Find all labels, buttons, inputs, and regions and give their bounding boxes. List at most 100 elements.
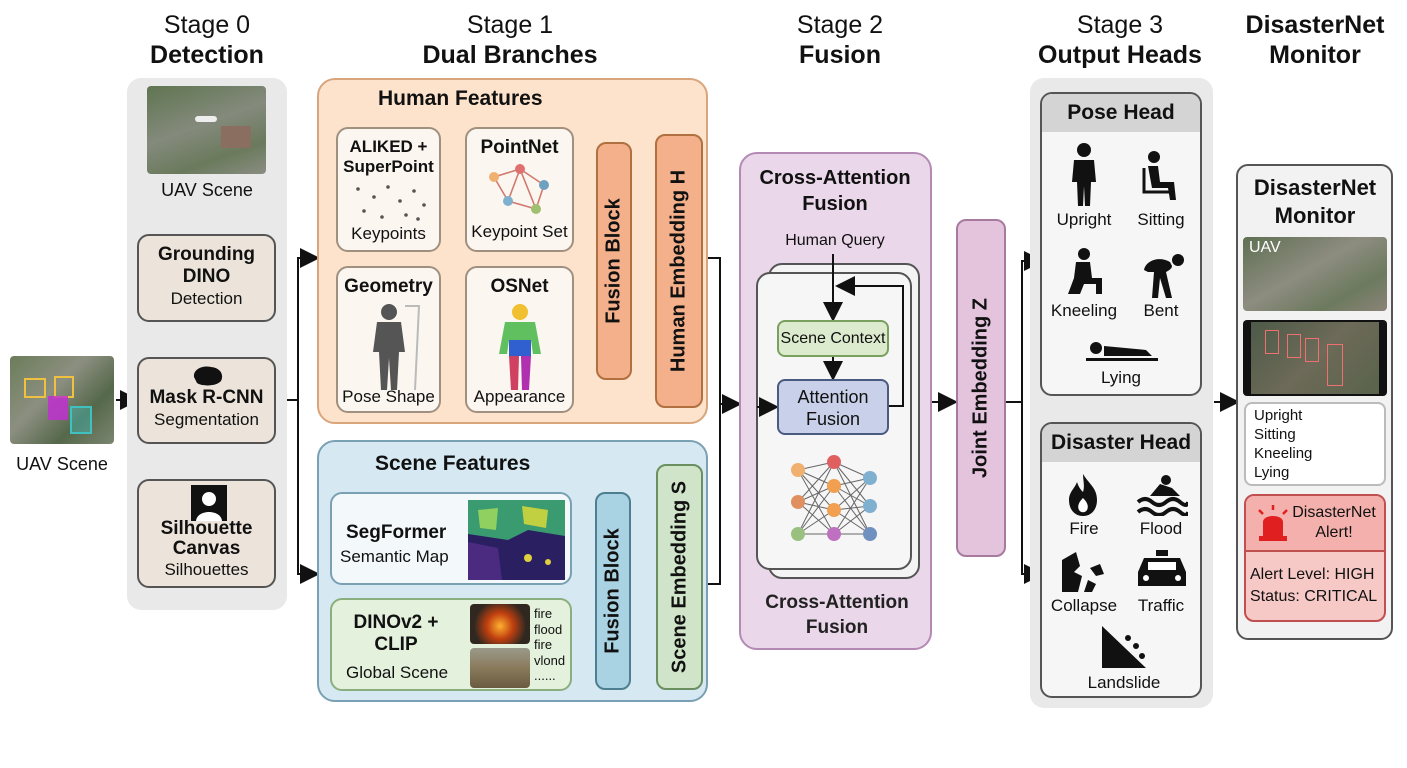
stage0-uav-image	[147, 86, 266, 174]
segformer-sub: Semantic Map	[340, 547, 449, 566]
silhouette-box: Silhouette Canvas Silhouettes	[137, 479, 276, 588]
silhouette-title: Silhouette Canvas	[160, 518, 253, 559]
stage-4-line1: DisasterNet	[1245, 11, 1385, 39]
pose-head-panel: Pose Head	[1040, 92, 1202, 396]
stage-4-header: DisasterNet Monitor	[1230, 10, 1400, 70]
human-fusion-block: Fusion Block	[596, 142, 632, 380]
pointnet-box: PointNet Keypoint Set	[465, 127, 574, 252]
osnet-box: OSNet Appearance	[465, 266, 574, 413]
semantic-map-icon	[468, 500, 565, 580]
stage0-uav-label: UAV Scene	[161, 180, 253, 200]
human-query-label: Human Query	[785, 232, 885, 249]
monitor-pose-list: Upright Sitting Kneeling Lying	[1244, 402, 1386, 486]
pointnet-title: PointNet	[480, 137, 559, 158]
stage-0-number: Stage 0	[163, 11, 251, 39]
joint-embedding-bar: Joint Embedding Z	[956, 219, 1006, 557]
monitor-detection-image	[1243, 320, 1387, 396]
aliked-title: ALIKED + SuperPoint	[343, 137, 434, 176]
grounding-dino-sub: Detection	[170, 289, 243, 308]
scene-tag: flood	[534, 621, 563, 637]
neural-network-icon	[791, 455, 877, 541]
monitor-uav-image: UAV	[1243, 237, 1387, 311]
cross-attention-title: Cross-Attention Fusion	[759, 167, 911, 215]
dino-clip-title: DINOv2 + CLIP	[353, 612, 439, 655]
monitor-uav-label: UAV	[1249, 239, 1281, 256]
scene-fusion-block: Fusion Block	[595, 492, 631, 690]
stage-1-title: Dual Branches	[422, 41, 598, 69]
input-uav-image	[10, 356, 114, 444]
upright-icon	[1072, 143, 1096, 206]
stage-0-title: Detection	[150, 41, 264, 69]
disaster-head-title: Disaster Head	[1042, 424, 1200, 462]
lying-icon	[1086, 342, 1158, 361]
appearance-icon	[498, 304, 541, 390]
joint-embedding-label: Joint Embedding Z	[969, 298, 992, 478]
keypoint-graph-icon	[488, 164, 549, 214]
aliked-sub: Keypoints	[351, 224, 426, 243]
monitor-pose-item: Kneeling	[1254, 445, 1313, 462]
sitting-label: Sitting	[1137, 210, 1185, 229]
landslide-label: Landslide	[1087, 673, 1161, 692]
scene-tag: ......	[534, 668, 556, 683]
sitting-icon	[1142, 151, 1176, 200]
stage-3-title: Output Heads	[1038, 41, 1202, 69]
monitor-pose-item: Sitting	[1254, 426, 1296, 443]
scene-tag: fire	[534, 637, 553, 652]
input-uav-label: UAV Scene	[16, 454, 108, 474]
fire-label: Fire	[1069, 519, 1099, 538]
traffic-label: Traffic	[1137, 596, 1185, 615]
flood-icon	[1136, 475, 1188, 516]
stage-4-line2: Monitor	[1269, 41, 1361, 69]
blob-icon	[193, 366, 223, 386]
grounding-dino-box: Grounding DINO Detection	[137, 234, 276, 322]
stage-1-number: Stage 1	[466, 11, 554, 39]
flood-label: Flood	[1139, 519, 1183, 538]
lying-label: Lying	[1100, 368, 1141, 387]
geometry-sub: Pose Shape	[342, 387, 435, 406]
attention-fusion-box: Attention Fusion	[777, 379, 889, 435]
keypoints-icon	[355, 185, 426, 221]
osnet-sub: Appearance	[473, 387, 566, 406]
silhouette-icon	[191, 485, 227, 521]
scene-tag: fire	[534, 606, 553, 621]
stage-2-number: Stage 2	[796, 11, 884, 39]
siren-icon	[1258, 505, 1288, 541]
monitor-pose-item: Upright	[1254, 407, 1303, 424]
pose-head-title: Pose Head	[1042, 94, 1200, 132]
stage-2-title: Fusion	[799, 41, 881, 69]
flood-image	[470, 648, 530, 688]
scene-context-box: Scene Context	[777, 320, 889, 357]
fire-image	[470, 604, 530, 644]
mask-rcnn-title: Mask R-CNN	[149, 387, 264, 408]
stage-1-header: Stage 1 Dual Branches	[370, 10, 650, 70]
geometry-box: Geometry Pose Shape	[336, 266, 441, 413]
segformer-title: SegFormer	[346, 522, 447, 543]
monitor-pose-item: Lying	[1254, 464, 1290, 481]
geometry-title: Geometry	[344, 276, 433, 297]
dino-clip-sub: Global Scene	[346, 663, 449, 682]
human-embedding-bar: Human Embedding H	[655, 134, 703, 408]
segformer-box: SegFormer Semantic Map	[330, 492, 572, 585]
stage-3-header: Stage 3 Output Heads	[1030, 10, 1210, 70]
grounding-dino-title: Grounding DINO	[157, 244, 256, 287]
cross-attention-bottom-label: Cross-Attention Fusion	[765, 592, 909, 638]
scene-features-title: Scene Features	[375, 452, 531, 475]
silhouette-sub: Silhouettes	[164, 560, 249, 579]
osnet-title: OSNet	[490, 276, 549, 297]
kneeling-icon	[1068, 248, 1102, 294]
alert-level: Alert Level: HIGH	[1250, 566, 1375, 583]
human-features-title: Human Features	[378, 87, 543, 110]
monitor-title: DisasterNet Monitor	[1253, 175, 1377, 228]
aliked-box: ALIKED + SuperPoint Keypoints	[336, 127, 441, 252]
fire-icon	[1069, 474, 1097, 516]
upright-label: Upright	[1056, 210, 1112, 229]
stage-2-header: Stage 2 Fusion	[760, 10, 920, 70]
alert-status: Status: CRITICAL	[1250, 588, 1378, 605]
scene-tag: vlond	[534, 652, 566, 668]
scene-embedding-bar: Scene Embedding S	[656, 464, 703, 690]
kneeling-label: Kneeling	[1050, 301, 1118, 320]
pose-shape-icon	[372, 304, 420, 391]
stage-3-number: Stage 3	[1076, 11, 1164, 39]
pointnet-sub: Keypoint Set	[471, 222, 568, 241]
scene-tags: fire flood fire vlond ......	[534, 606, 565, 684]
